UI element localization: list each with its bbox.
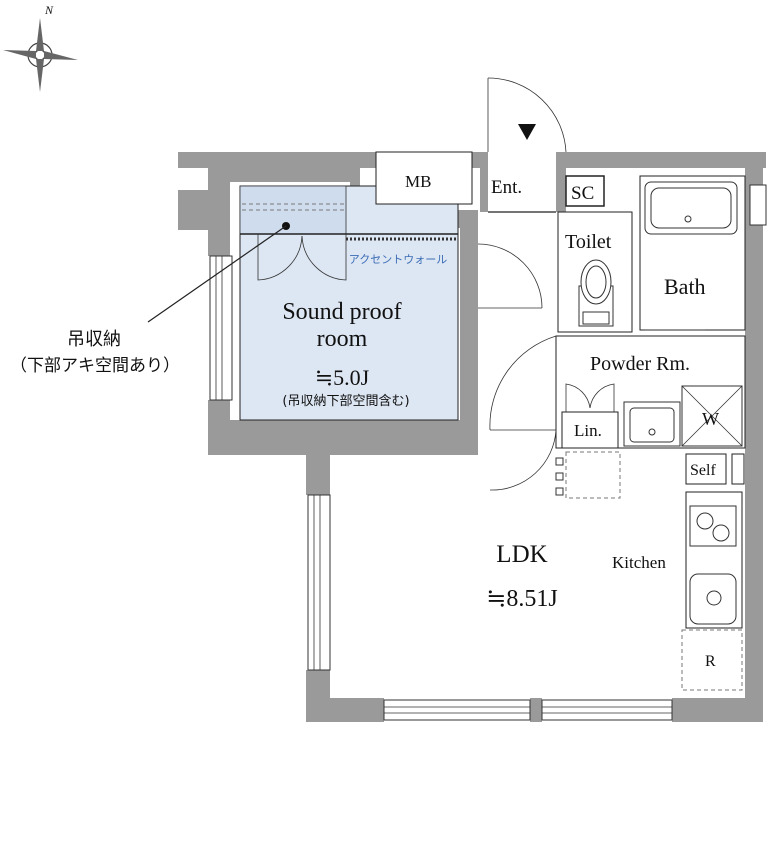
kitchen-sink-icon (689, 573, 737, 625)
mb-label: MB (405, 172, 431, 191)
washer-space (681, 385, 743, 447)
walls (178, 152, 766, 722)
ldk-area: ≒8.51J (486, 586, 557, 612)
ldk-label: LDK (496, 541, 547, 568)
fridge-space (681, 629, 743, 691)
kitchen-label: Kitchen (612, 553, 666, 572)
toilet-icon (578, 259, 614, 327)
shelf (685, 453, 727, 485)
sc-closet (565, 175, 605, 207)
sound-room-note: (吊収納下部空間含む) (282, 393, 409, 409)
accent-wall-label: アクセントウォール (349, 253, 447, 266)
compass-north-label: N (44, 3, 54, 17)
stove-icon (689, 505, 737, 547)
sound-room-label-line2: room (317, 326, 368, 352)
linen-label: Lin. (574, 421, 602, 440)
window-left-lower (307, 494, 331, 671)
bath-label: Bath (664, 274, 706, 299)
entrance-label: Ent. (491, 177, 522, 198)
window-bottom-left (383, 699, 531, 721)
sc-label: SC (571, 183, 594, 204)
shelf-label: Self (690, 462, 716, 479)
storage-note-line2: （下部アキ空間あり） (10, 356, 180, 376)
sound-room-label-line1: Sound proof (282, 299, 401, 325)
compass-icon: N (3, 3, 78, 92)
powder-room-label: Powder Rm. (590, 353, 690, 375)
toilet-label: Toilet (565, 231, 612, 253)
sink-icon (623, 401, 681, 447)
window-bottom-right (541, 699, 673, 721)
linen-closet (561, 411, 619, 449)
entrance-door (487, 77, 567, 213)
storage-note-line1: 吊収納 (67, 329, 121, 350)
washer-label: W (702, 409, 719, 429)
sound-room-area: ≒5.0J (315, 365, 370, 390)
window-left-upper (209, 255, 233, 401)
mb-closet (375, 151, 473, 205)
bathtub-icon (644, 181, 738, 235)
fridge-label: R (705, 653, 716, 670)
